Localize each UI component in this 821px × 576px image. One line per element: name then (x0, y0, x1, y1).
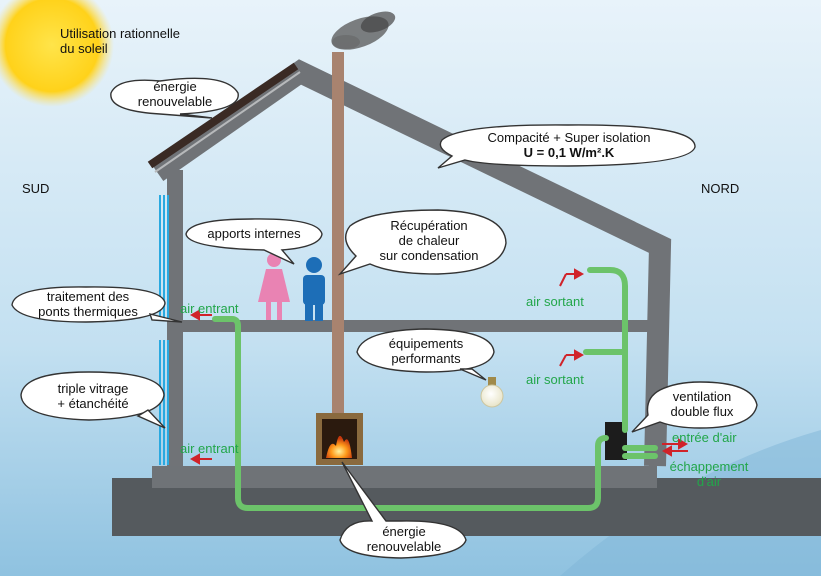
upper-floor (175, 320, 657, 332)
sud-label: SUD (22, 181, 50, 196)
chimney-flue (332, 52, 344, 420)
entree-air-label: entrée d'air (672, 430, 737, 445)
bubble-equipements-tail (459, 368, 487, 381)
ventilation-ducts (212, 267, 658, 511)
air-entrant-top-label: air entrant (180, 301, 239, 316)
equipements-label: équipements performants (388, 336, 464, 366)
recuperation-label: Récupération de chaleur sur condensation (379, 218, 479, 263)
speech-bubbles (11, 77, 758, 559)
solar-panel (147, 62, 299, 169)
echappement-label: échappement d'air (669, 459, 749, 489)
bubble-energie-bottom (339, 461, 467, 559)
bubble-ponts (11, 286, 166, 323)
air-flow-arrows (189, 268, 689, 465)
fireplace-icon (316, 413, 363, 465)
smoke-icon (331, 11, 396, 50)
ventilation-label: ventilation double flux (670, 389, 734, 419)
bubble-energie-roof (110, 77, 239, 119)
compacite-label-line2: U = 0,1 W/m².K (523, 145, 615, 160)
bubble-triple-tail (136, 409, 166, 429)
bubble-compacite (437, 124, 696, 169)
bubble-ventilation (631, 381, 758, 433)
energie-bottom-label: énergie renouvelable (366, 524, 442, 554)
bubble-triple (20, 371, 165, 421)
sun-icon (0, 0, 114, 107)
nord-label: NORD (701, 181, 740, 196)
air-sortant-bottom-label: air sortant (526, 372, 584, 387)
bubble-recuperation (337, 209, 507, 276)
bubble-apports (185, 218, 323, 265)
bubble-equipements (356, 328, 495, 373)
triple-label: triple vitrage + étanchéité (57, 381, 129, 411)
bubble-ponts-tail (148, 313, 183, 323)
apports-label: apports internes (207, 226, 301, 241)
ponts-label: traitement des ponts thermiques (38, 289, 138, 319)
energie-roof-label: énergie renouvelable (137, 79, 213, 109)
sun-label: Utilisation rationnelle du soleil (60, 26, 180, 56)
air-sortant-top-label: air sortant (526, 294, 584, 309)
ground-floor (152, 466, 657, 488)
compacite-label-line1: Compacité + Super isolation (487, 130, 651, 145)
air-entrant-bottom-label: air entrant (180, 441, 239, 456)
ventilation-unit (605, 422, 627, 460)
light-bulb-icon (480, 377, 504, 408)
man-icon (303, 257, 325, 321)
